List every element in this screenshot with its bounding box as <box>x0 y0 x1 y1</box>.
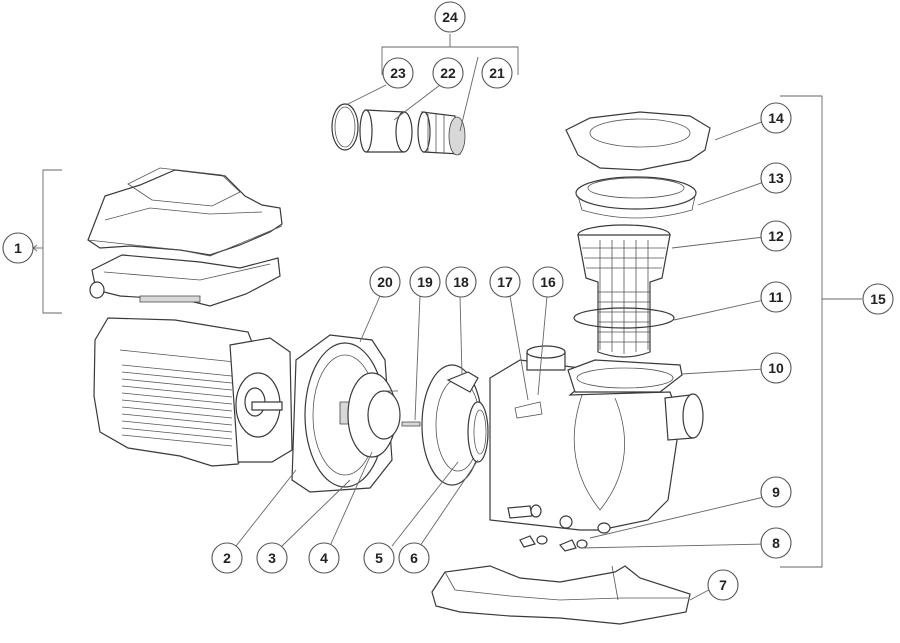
callout-4[interactable]: 4 <box>308 542 340 574</box>
lid-oring <box>573 307 675 329</box>
callout-14[interactable]: 14 <box>760 102 792 134</box>
callout-1[interactable]: 1 <box>2 232 34 264</box>
svg-text:7: 7 <box>719 577 727 593</box>
svg-text:1: 1 <box>14 240 22 256</box>
svg-text:8: 8 <box>772 535 780 551</box>
svg-text:16: 16 <box>540 274 556 290</box>
svg-text:19: 19 <box>417 274 433 290</box>
svg-text:22: 22 <box>440 65 456 81</box>
lid-ring <box>565 111 711 171</box>
callout-15[interactable]: 15 <box>862 283 894 315</box>
drain-plugs <box>507 504 611 552</box>
callout-3[interactable]: 3 <box>256 542 288 574</box>
callout-23[interactable]: 23 <box>382 57 414 89</box>
callout-19[interactable]: 19 <box>409 266 441 298</box>
svg-text:23: 23 <box>390 65 406 81</box>
callout-11[interactable]: 11 <box>760 281 792 313</box>
callouts: 24 23 22 21 1 14 13 12 11 10 9 8 7 15 20… <box>2 1 894 601</box>
callout-22[interactable]: 22 <box>432 57 464 89</box>
impeller <box>347 372 401 458</box>
union-oring <box>331 103 359 151</box>
svg-text:24: 24 <box>442 9 458 25</box>
svg-text:11: 11 <box>769 289 784 305</box>
union-tail <box>359 109 413 153</box>
motor <box>93 317 293 467</box>
svg-text:5: 5 <box>375 550 383 566</box>
callout-18[interactable]: 18 <box>445 266 477 298</box>
svg-text:14: 14 <box>768 110 784 126</box>
callout-12[interactable]: 12 <box>760 220 792 252</box>
svg-text:15: 15 <box>870 291 886 307</box>
drive-base <box>89 254 281 307</box>
svg-text:18: 18 <box>453 274 469 290</box>
callout-16[interactable]: 16 <box>532 266 564 298</box>
callout-6[interactable]: 6 <box>398 542 430 574</box>
svg-text:21: 21 <box>489 65 505 81</box>
callout-9[interactable]: 9 <box>760 476 792 508</box>
svg-text:6: 6 <box>410 550 418 566</box>
svg-text:2: 2 <box>223 550 231 566</box>
callout-8[interactable]: 8 <box>760 527 792 559</box>
base <box>431 565 691 625</box>
svg-text:13: 13 <box>768 170 784 186</box>
callout-21[interactable]: 21 <box>481 57 513 89</box>
callout-2[interactable]: 2 <box>211 542 243 574</box>
callout-17[interactable]: 17 <box>489 266 521 298</box>
pump-housing <box>489 345 704 531</box>
shaft-screw <box>401 421 421 427</box>
diffuser-oring <box>467 401 489 463</box>
callout-10[interactable]: 10 <box>760 352 792 384</box>
svg-text:4: 4 <box>320 550 328 566</box>
svg-text:3: 3 <box>268 550 276 566</box>
svg-text:9: 9 <box>772 484 780 500</box>
callout-7[interactable]: 7 <box>707 569 739 601</box>
strainer-basket <box>577 224 671 358</box>
svg-text:10: 10 <box>768 360 784 376</box>
svg-text:17: 17 <box>497 274 513 290</box>
callout-24[interactable]: 24 <box>434 1 466 33</box>
callout-20[interactable]: 20 <box>369 266 401 298</box>
bracket-group-24 <box>381 34 519 75</box>
callout-13[interactable]: 13 <box>760 162 792 194</box>
lid <box>575 176 697 219</box>
drive-cover <box>87 167 283 257</box>
svg-text:20: 20 <box>377 274 393 290</box>
leader-lines <box>235 56 765 601</box>
bracket-group-15 <box>780 95 862 568</box>
union-nut <box>417 111 466 156</box>
callout-5[interactable]: 5 <box>363 542 395 574</box>
svg-text:12: 12 <box>768 228 784 244</box>
bracket-group-1 <box>32 169 62 314</box>
